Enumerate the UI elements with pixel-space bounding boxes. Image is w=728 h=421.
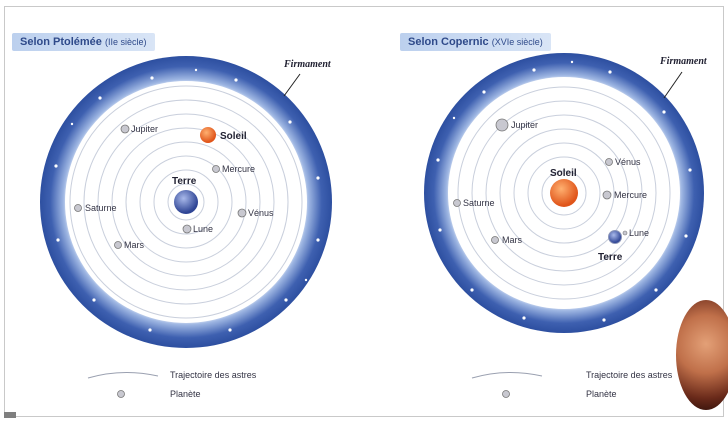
ptolemy-century: (IIe siècle) — [104, 37, 147, 47]
copernic-terre-label: Terre — [598, 252, 623, 263]
copernic-legend-orbit-line — [471, 371, 543, 379]
copernic-terre-dot — [608, 230, 622, 244]
ptolemy-saturne-dot — [74, 204, 82, 212]
ptolemy-venus-label: Vénus — [248, 208, 274, 218]
ptolemy-panel: Selon Ptolémée (IIe siècle) — [12, 33, 332, 399]
ptolemy-stars — [54, 68, 320, 332]
ptolemy-mars-label: Mars — [124, 240, 144, 250]
figure-frame — [4, 6, 724, 417]
copernic-jupiter-label: Jupiter — [511, 120, 538, 130]
copernicus-portrait-image — [676, 300, 728, 410]
copernic-title-tab: Selon Copernic (XVIe siècle) — [400, 33, 551, 51]
ptolemy-legend-orbit-line — [87, 371, 159, 379]
copernic-title: Selon Copernic — [408, 36, 489, 48]
copernic-sun — [550, 179, 578, 207]
copernic-firmament-label: Firmament — [659, 56, 708, 67]
copernic-stars — [436, 60, 692, 322]
ptolemy-title-tab: Selon Ptolémée (IIe siècle) — [12, 33, 155, 51]
ptolemy-venus-dot — [237, 208, 247, 218]
ptolemy-jupiter-label: Jupiter — [131, 124, 158, 134]
ptolemy-legend-orbit: Trajectoire des astres — [170, 370, 257, 380]
copernic-legend-planet-icon — [502, 390, 510, 398]
ptolemy-legend-planet: Planète — [170, 389, 201, 399]
ptolemy-saturne-label: Saturne — [85, 203, 117, 213]
copernic-century: (XVIe siècle) — [491, 37, 543, 47]
ptolemy-mars-dot — [114, 241, 122, 249]
ptolemy-orbits — [69, 85, 303, 319]
ptolemy-firmament-label: Firmament — [283, 59, 332, 70]
ptolemy-title: Selon Ptolémée — [20, 36, 102, 48]
copernic-saturne-dot — [453, 199, 461, 207]
ptolemy-firmament-pointer — [283, 73, 301, 97]
copernic-mercure-label: Mercure — [614, 190, 647, 200]
copernic-firmament-pointer — [663, 71, 683, 99]
ptolemy-earth — [174, 190, 198, 214]
copernic-mars-label: Mars — [502, 235, 522, 245]
copernic-legend-orbit: Trajectoire des astres — [586, 370, 673, 380]
copernic-venus-dot — [605, 158, 613, 166]
copernic-orbits — [457, 86, 671, 300]
ptolemy-soleil-dot — [200, 127, 216, 143]
ptolemy-center-label: Terre — [172, 176, 197, 187]
copernic-venus-label: Vénus — [615, 157, 641, 167]
copernic-mars-dot — [491, 236, 499, 244]
copernic-center-label: Soleil — [550, 168, 577, 179]
copernic-saturne-label: Saturne — [463, 198, 495, 208]
copernic-lune-label: Lune — [629, 228, 649, 238]
ptolemy-jupiter-dot — [120, 124, 130, 134]
ptolemy-mercure-dot — [212, 165, 220, 173]
ptolemy-mercure-label: Mercure — [222, 164, 255, 174]
frame-corner-mark — [4, 412, 16, 418]
ptolemy-lune-label: Lune — [193, 224, 213, 234]
copernic-legend-planet: Planète — [586, 389, 617, 399]
copernic-panel: Selon Copernic (XVIe siècle) — [364, 0, 728, 421]
copernic-jupiter-dot — [495, 118, 509, 132]
copernic-mercure-dot — [602, 190, 612, 200]
ptolemy-soleil-label: Soleil — [220, 131, 247, 142]
copernic-diagram: Firmament Soleil Mercure Vénus Terre Lun… — [424, 53, 708, 399]
copernic-lune-dot — [622, 230, 628, 236]
ptolemy-legend-planet-icon — [117, 390, 125, 398]
ptolemy-diagram: Firmament Terre Lune Mercure Vénus Solei… — [40, 56, 332, 399]
ptolemy-lune-dot — [182, 224, 192, 234]
